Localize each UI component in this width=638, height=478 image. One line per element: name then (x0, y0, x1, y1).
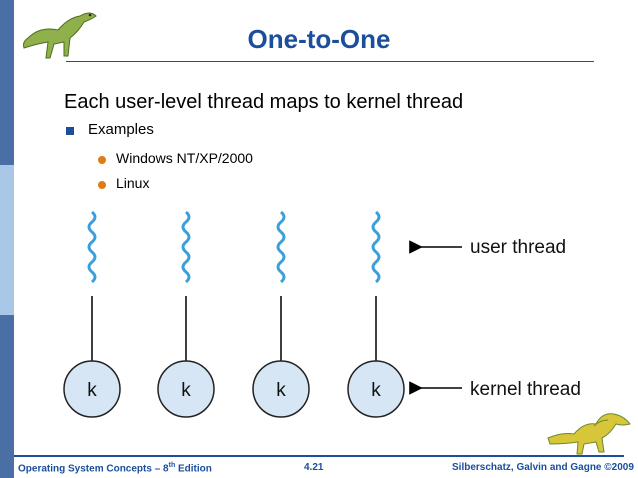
examples-label: Examples (88, 121, 154, 138)
title-divider (66, 61, 594, 62)
footer-copyright: Silberschatz, Galvin and Gagne ©2009 (452, 462, 634, 473)
kernel-thread-k-label: k (181, 380, 191, 401)
kernel-thread-circle (157, 360, 215, 418)
main-point: Each user-level thread maps to kernel th… (64, 91, 464, 113)
example-item: Linux (116, 175, 150, 191)
user-thread-wave (87, 210, 97, 284)
slide-title: One-to-One (247, 24, 391, 54)
footer-divider (14, 455, 624, 457)
user-thread-wave (181, 210, 191, 284)
round-bullet-icon (98, 156, 106, 164)
kernel-thread-circle (63, 360, 121, 418)
kernel-thread-k-label: k (276, 380, 286, 401)
footer-page-number: 4.21 (304, 462, 324, 473)
kernel-thread-label: kernel thread (470, 379, 581, 400)
footer-book-title: Operating System Concepts – 8th Edition (18, 462, 212, 475)
user-thread-wave (371, 210, 381, 284)
square-bullet-icon (66, 127, 74, 135)
kernel-thread-k-label: k (87, 380, 97, 401)
example-item: Windows NT/XP/2000 (116, 150, 253, 166)
kernel-thread-circle (347, 360, 405, 418)
user-thread-label: user thread (470, 237, 566, 258)
user-thread-wave (276, 210, 286, 284)
dinosaur-top-icon (23, 12, 97, 59)
kernel-thread-k-label: k (371, 380, 381, 401)
kernel-thread-circle (252, 360, 310, 418)
round-bullet-icon (98, 181, 106, 189)
left-accent-bar-light (0, 165, 14, 315)
dinosaur-bottom-icon (547, 413, 631, 455)
